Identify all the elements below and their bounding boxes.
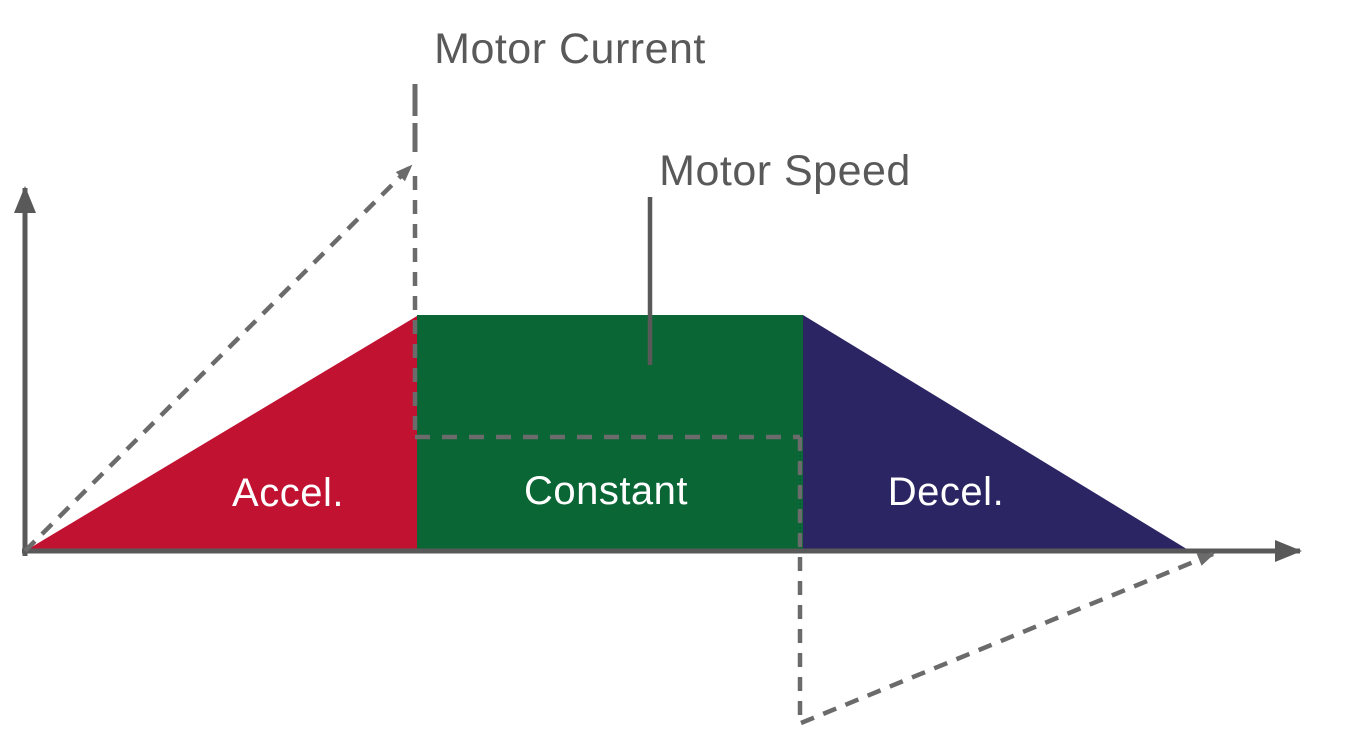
accel-region-label: Accel. — [232, 471, 344, 515]
motor-current-label: Motor Current — [434, 25, 706, 73]
constant-region-label: Constant — [524, 469, 688, 513]
current-accel-dashed-line — [23, 164, 413, 553]
decel-region-triangle — [803, 315, 1190, 551]
motor-speed-label: Motor Speed — [659, 147, 911, 195]
accel-region-triangle — [25, 316, 417, 551]
constant-region-rect — [417, 315, 803, 551]
decel-region-label: Decel. — [888, 470, 1004, 514]
current-decel-dashed-line — [800, 551, 1215, 726]
